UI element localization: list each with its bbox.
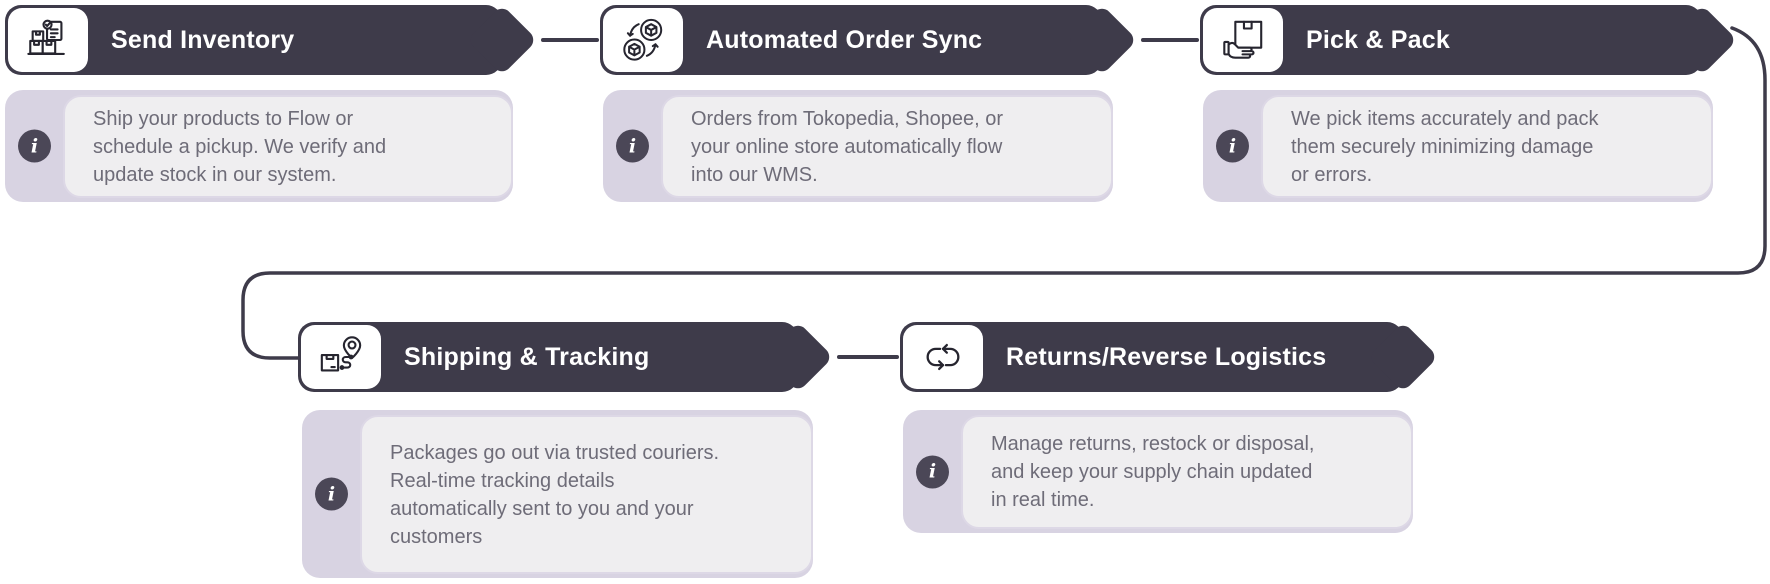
description-text: Packages go out via trusted couriers. Re… bbox=[390, 441, 720, 548]
description-card: i Orders from Tokopedia, Shopee, or your… bbox=[603, 90, 1113, 202]
step-title: Returns/Reverse Logistics bbox=[1006, 342, 1327, 371]
description-card: i Manage returns, restock or disposal, a… bbox=[903, 410, 1413, 533]
sync-cubes-icon bbox=[623, 18, 663, 61]
inventory-boxes-icon bbox=[27, 19, 65, 55]
step-title: Send Inventory bbox=[111, 25, 295, 54]
step-icon-box bbox=[603, 8, 683, 72]
step-header-automated-order-sync: Automated Order Sync bbox=[600, 5, 1102, 75]
step-icon-box bbox=[1203, 8, 1283, 72]
description-card-body: Ship your products to Flow or schedule a… bbox=[63, 95, 513, 198]
info-icon: i bbox=[1216, 129, 1249, 163]
description-card: i Packages go out via trusted couriers. … bbox=[302, 410, 813, 578]
step-icon-box bbox=[903, 325, 983, 389]
description-text: Ship your products to Flow or schedule a… bbox=[93, 107, 387, 186]
info-icon: i bbox=[315, 477, 348, 511]
description-card-body: Packages go out via trusted couriers. Re… bbox=[360, 415, 813, 574]
step-header-shipping-and-tracking: Shipping & Tracking bbox=[298, 322, 798, 392]
connector-line bbox=[1141, 38, 1199, 42]
step-icon-box bbox=[301, 325, 381, 389]
step-header-returns-reverse-logistics: Returns/Reverse Logistics bbox=[900, 322, 1403, 392]
description-card: i Ship your products to Flow or schedule… bbox=[5, 90, 513, 202]
description-card-body: Orders from Tokopedia, Shopee, or your o… bbox=[661, 95, 1113, 198]
box-route-pin-icon bbox=[320, 336, 362, 372]
description-text: Orders from Tokopedia, Shopee, or your o… bbox=[691, 107, 1004, 186]
description-card-body: We pick items accurately and pack them s… bbox=[1261, 95, 1713, 198]
loop-arrows-icon bbox=[926, 343, 960, 371]
step-title: Pick & Pack bbox=[1306, 25, 1450, 54]
step-title: Shipping & Tracking bbox=[404, 342, 650, 371]
description-text: Manage returns, restock or disposal, and… bbox=[991, 433, 1315, 511]
description-text: We pick items accurately and pack them s… bbox=[1291, 107, 1599, 186]
info-icon: i bbox=[18, 129, 51, 163]
info-icon: i bbox=[916, 455, 949, 488]
connector-line bbox=[837, 355, 899, 359]
hand-box-icon bbox=[1223, 20, 1263, 59]
step-title: Automated Order Sync bbox=[706, 25, 983, 54]
connector-line bbox=[541, 38, 599, 42]
step-header-pick-and-pack: Pick & Pack bbox=[1200, 5, 1702, 75]
description-card: i We pick items accurately and pack them… bbox=[1203, 90, 1713, 202]
step-header-send-inventory: Send Inventory bbox=[5, 5, 502, 75]
description-card-body: Manage returns, restock or disposal, and… bbox=[961, 415, 1413, 529]
info-icon: i bbox=[616, 129, 649, 163]
step-icon-box bbox=[8, 8, 88, 72]
